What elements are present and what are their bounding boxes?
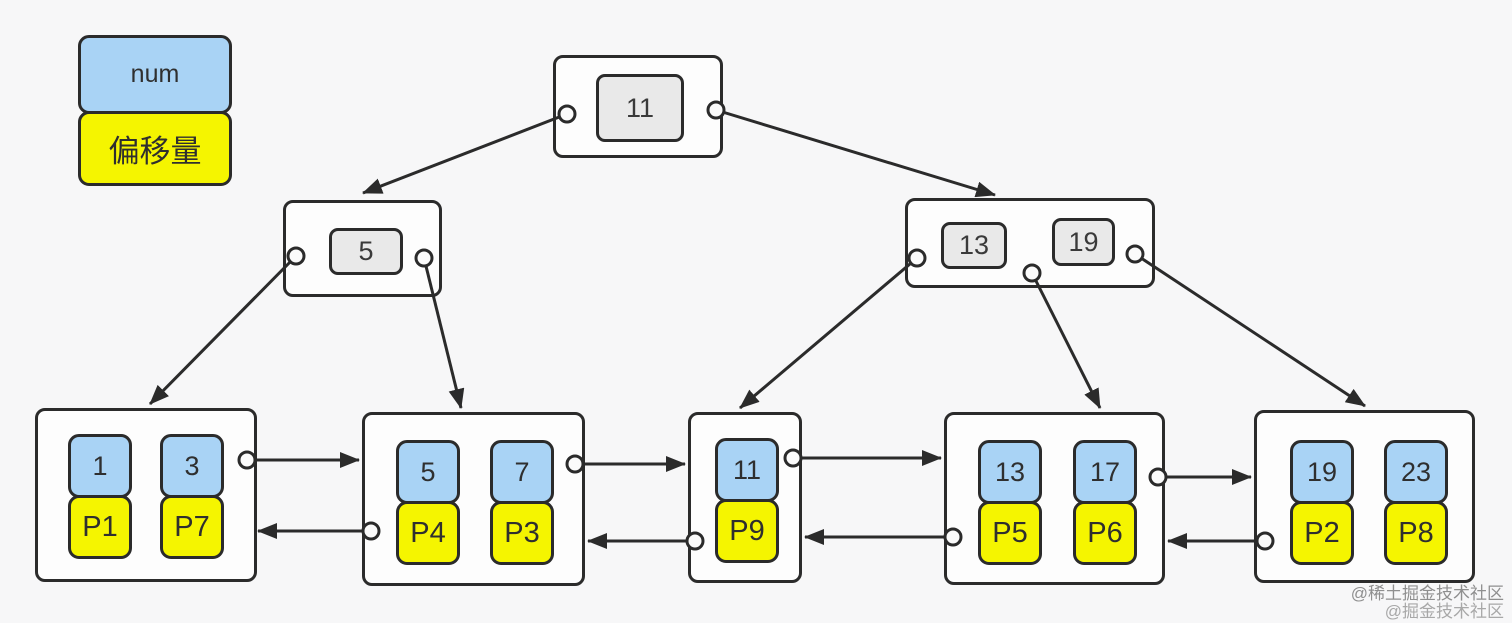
- root-node: 11: [553, 55, 723, 158]
- num-cell: 13: [978, 440, 1042, 504]
- offset-cell: P8: [1384, 501, 1448, 565]
- root-key: 11: [596, 74, 684, 142]
- offset-cell: P7: [160, 495, 224, 559]
- offset-cell: P6: [1073, 501, 1137, 565]
- internal-right-key-2-label: 19: [1068, 226, 1099, 257]
- edge-internal-right-to-leaf4: [1030, 272, 1102, 409]
- legend-num-label: num: [130, 60, 180, 88]
- internal-node-left: 5: [283, 200, 442, 297]
- edge-root-to-internal-left: [362, 112, 568, 195]
- offset-cell: P3: [490, 501, 554, 565]
- leaf2-entry-1: 5 P4: [396, 440, 460, 565]
- leaf-node-3: 11 P9: [688, 412, 802, 583]
- legend-offset-box: 偏移量: [78, 111, 232, 186]
- edge-root-to-internal-right: [715, 108, 996, 198]
- leaf4-entry-2: 17 P6: [1073, 440, 1137, 565]
- num-cell: 11: [715, 438, 779, 502]
- internal-left-key: 5: [329, 228, 403, 275]
- offset-cell: P1: [68, 495, 132, 559]
- watermark-line1: @稀土掘金技术社区: [1350, 584, 1504, 603]
- leaf1-entry-2: 3 P7: [160, 434, 224, 559]
- leaf5-entry-2: 23 P8: [1384, 440, 1448, 565]
- num-cell: 7: [490, 440, 554, 504]
- leaf5-entry-1: 19 P2: [1290, 440, 1354, 565]
- legend-num-box: num: [78, 35, 232, 114]
- internal-right-key-2: 19: [1052, 218, 1115, 266]
- legend-offset-label: 偏移量: [108, 134, 202, 169]
- leaf-node-2: 5 P4 7 P3: [362, 412, 585, 586]
- leaf3-entry-1: 11 P9: [715, 438, 779, 563]
- num-cell: 1: [68, 434, 132, 498]
- leaf-node-5: 19 P2 23 P8: [1254, 410, 1475, 583]
- num-cell: 17: [1073, 440, 1137, 504]
- offset-cell: P2: [1290, 501, 1354, 565]
- offset-cell: P4: [396, 501, 460, 565]
- num-cell: 23: [1384, 440, 1448, 504]
- offset-cell: P9: [715, 499, 779, 563]
- num-cell: 3: [160, 434, 224, 498]
- edge-internal-right-to-leaf5: [1134, 252, 1366, 408]
- num-cell: 5: [396, 440, 460, 504]
- internal-left-key-label: 5: [358, 236, 374, 266]
- watermark-line2: @掘金技术社区: [1384, 602, 1504, 621]
- root-key-label: 11: [625, 92, 655, 123]
- watermark: @稀土掘金技术社区 @掘金技术社区: [1351, 585, 1504, 621]
- edge-internal-right-to-leaf3: [739, 256, 918, 410]
- internal-right-key-1-label: 13: [958, 230, 990, 260]
- leaf-node-1: 1 P1 3 P7: [35, 408, 257, 582]
- leaf1-entry-1: 1 P1: [68, 434, 132, 559]
- num-cell: 19: [1290, 440, 1354, 504]
- internal-right-key-1: 13: [941, 222, 1007, 269]
- offset-cell: P5: [978, 501, 1042, 565]
- leaf2-entry-2: 7 P3: [490, 440, 554, 565]
- internal-node-right: 13 19: [905, 198, 1155, 288]
- leaf-node-4: 13 P5 17 P6: [944, 412, 1165, 585]
- edge-internal-left-to-leaf1: [148, 254, 298, 406]
- leaf4-entry-1: 13 P5: [978, 440, 1042, 565]
